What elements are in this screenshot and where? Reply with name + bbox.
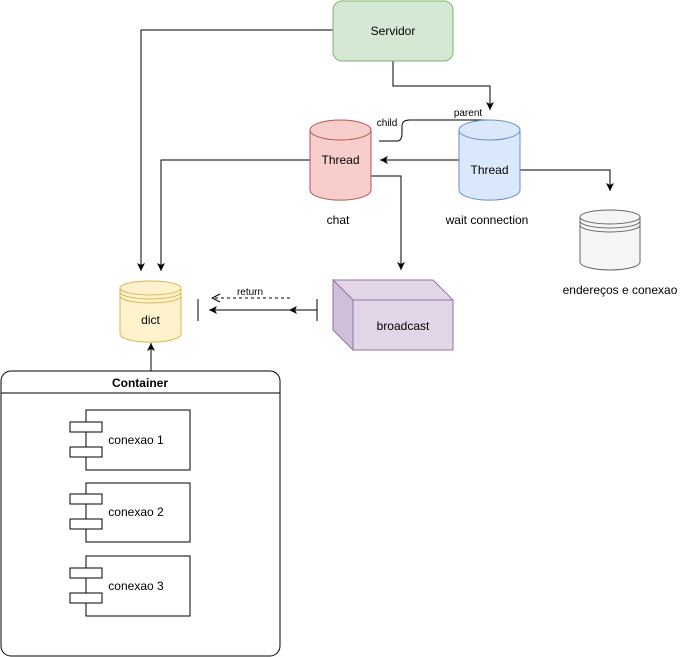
servidor-node[interactable]: Servidor [332,0,454,62]
storage-cylinder-body [579,217,641,271]
component-port-top [69,421,103,433]
edge-child-parent-link [379,119,490,142]
component-port-bottom [69,518,103,530]
edge-chat-thread-to-dict [157,159,310,271]
storage-cylinder-ring-2 [579,224,641,233]
component-conexao-2[interactable]: conexao 2 [69,482,191,543]
storage-node[interactable] [579,209,641,271]
container-node[interactable]: Container conexao 1 conexao 2 conexao 3 [0,370,281,657]
component-conexao-3[interactable]: conexao 3 [69,555,191,617]
component-box [85,409,191,471]
broadcast-box-top [331,279,455,301]
thread-wait-node[interactable]: Thread [458,119,521,201]
component-port-top [69,493,103,505]
component-label: conexao 3 [108,579,164,593]
component-label: conexao 2 [108,505,164,519]
component-box [85,555,191,617]
edge-servidor-to-wait-thread [392,61,494,110]
thread-chat-cylinder-body [309,130,372,201]
dict-label: dict [141,313,160,327]
edge-chat-thread-to-broadcast [371,175,405,270]
thread-wait-cylinder-top [458,119,521,141]
dict-cylinder-body [119,288,182,343]
component-port-bottom [69,446,103,458]
servidor-box [332,0,454,62]
component-port-bottom [69,592,103,604]
broadcast-node[interactable]: broadcast [331,278,455,352]
edge-label-parent: parent [454,108,483,119]
component-conexao-1[interactable]: conexao 1 [69,409,191,471]
dict-node[interactable]: dict [119,280,182,343]
thread-chat-label: Thread [321,153,359,167]
thread-chat-node[interactable]: Thread [309,119,372,201]
servidor-label: Servidor [371,24,416,38]
storage-caption: endereços e conexao [563,283,678,297]
dict-cylinder-top [119,280,182,296]
edge-servidor-to-dict [137,29,333,271]
thread-chat-cylinder-top [309,119,372,141]
edge-label-return: return [237,287,263,298]
edge-wait-thread-to-storage [520,169,614,191]
dict-cylinder-ring-2 [119,295,182,304]
storage-cylinder-top [579,209,641,225]
thread-wait-caption: wait connection [445,213,529,227]
broadcast-box-side [332,278,354,352]
thread-chat-caption: chat [327,213,350,227]
edges [137,29,614,371]
component-port-top [69,567,103,579]
storage-cylinder-ring-1 [579,220,641,229]
thread-wait-cylinder-body [458,130,521,201]
container-title: Container [112,376,168,390]
edge-label-child: child [377,118,398,129]
component-box [85,482,191,543]
component-label: conexao 1 [108,433,164,447]
broadcast-label: broadcast [377,319,430,333]
thread-wait-label: Thread [470,163,508,177]
dict-cylinder-ring-1 [119,291,182,300]
